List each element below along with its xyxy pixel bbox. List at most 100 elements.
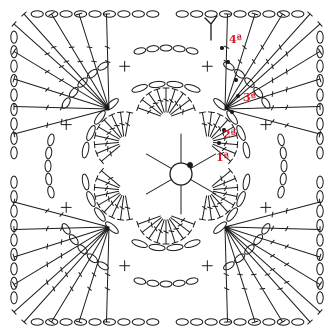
petal-3-stitch-2-bar — [174, 227, 179, 231]
border-chain-left-bottom — [11, 248, 17, 260]
center-spoke-2 — [146, 180, 171, 195]
border-chain-right-top — [317, 31, 323, 43]
border-chain-right-bottom — [317, 176, 323, 188]
corner-3-stitch-1-top — [280, 320, 285, 323]
border-chain-left-bottom — [11, 205, 17, 217]
border-chain-top-left — [60, 11, 72, 17]
start-dot-5 — [226, 60, 230, 64]
petal-3-outer-chain — [149, 244, 166, 252]
corner-3-stitch-1-bar — [251, 273, 256, 277]
petal-1-stitch-2-bar — [213, 124, 218, 128]
border-chain-bottom-right — [263, 319, 275, 325]
petal-3-stitch-1-top — [188, 230, 192, 235]
round3-arch-4 — [47, 186, 55, 199]
round3-arch-6 — [160, 45, 172, 51]
border-chain-left-bottom — [11, 176, 17, 188]
petal-1-stitch-1-top — [209, 112, 215, 113]
petal-4-outer-chain — [93, 206, 107, 223]
corner-3-stitch-1-bar — [260, 287, 265, 291]
corner-2-stitch-1-bar — [69, 287, 74, 291]
petal-4-stitch-4-top — [97, 202, 100, 207]
round3-arch-0 — [277, 186, 285, 199]
border-chain-right-top — [317, 89, 323, 101]
petal-5-stitch-2-top — [94, 142, 95, 148]
border-chain-top-left — [31, 11, 43, 17]
round3-arch-3 — [76, 243, 89, 256]
round3-arch-2 — [173, 280, 185, 287]
petal-4-stitch-6-top — [94, 184, 95, 190]
border-chain-right-bottom — [317, 205, 323, 217]
border-chain-left-bottom — [11, 292, 17, 304]
center-start-dot — [187, 162, 193, 168]
border-chain-left-top — [11, 89, 17, 101]
petal-2-stitch-3-top — [236, 194, 237, 200]
round3-arch-5 — [86, 68, 99, 80]
petal-5-outer-chain — [81, 142, 90, 159]
corner-2-stitch-1-bar — [78, 273, 83, 277]
round2-petal-fans — [81, 81, 251, 252]
petal-4-stitch-0-top — [127, 219, 133, 220]
border-chain-bottom-left — [147, 319, 159, 325]
petal-4-outer-chain — [85, 190, 97, 207]
round-label-1: 1ª — [216, 151, 230, 164]
border-chain-top-right — [234, 11, 246, 17]
petal-3-stitch-6-bar — [153, 227, 158, 231]
petal-5-stitch-8-top — [127, 112, 133, 113]
petal-2-stitch-8-top — [199, 219, 205, 220]
border-chain-right-top — [317, 118, 323, 130]
border-chain-left-top — [11, 31, 17, 43]
petal-3-stitch-2-top — [181, 237, 186, 240]
petal-2-stitch-4-top — [232, 202, 235, 207]
border-chain-right-bottom — [317, 292, 323, 304]
round3-arch-0 — [281, 160, 287, 172]
round3-arch-6 — [147, 45, 159, 52]
corner-2-stitch-5-bar — [45, 262, 49, 267]
petal-0-outer-chain — [149, 81, 166, 89]
border-chain-bottom-right — [176, 319, 188, 325]
petal-4-stitch-4-bar — [107, 197, 111, 202]
corner-0-stitch-1-bar — [78, 60, 83, 64]
petal-1-stitch-6-top — [237, 142, 238, 148]
round3-arch-1 — [260, 222, 271, 235]
round-label-3: 3ª — [243, 91, 257, 104]
round3-arch-0 — [277, 133, 285, 146]
border-chain-top-right — [176, 11, 188, 17]
petal-0-stitch-2-bar — [153, 101, 158, 105]
round3-arch-5 — [68, 86, 80, 99]
round3-arch-2 — [160, 281, 172, 287]
petal-4-stitch-5-top — [94, 194, 95, 200]
border-chain-bottom-left — [132, 319, 144, 325]
corner-2-stitch-1-top — [49, 320, 54, 323]
border-chain-right-top — [317, 60, 323, 72]
corner-1-stitch-1-bar — [260, 45, 265, 49]
start-dot-6 — [220, 46, 224, 50]
petal-1-outer-chain — [235, 124, 247, 141]
border-chain-bottom-left — [89, 319, 101, 325]
corner-3-stitch-5-top — [318, 282, 321, 287]
petal-5-stitch-4-top — [97, 124, 100, 129]
border-chain-top-right — [191, 11, 203, 17]
petal-2-stitch-7-top — [209, 219, 215, 220]
border-chain-left-top — [11, 147, 17, 159]
border-chain-right-bottom — [317, 263, 323, 275]
petal-3-outer-chain — [131, 238, 148, 249]
corner-0-stitch-1-top — [49, 12, 54, 15]
corner-1-stitch-5-bar — [271, 78, 275, 83]
border-chain-bottom-right — [191, 319, 203, 325]
petal-0-stitch-7-top — [188, 97, 192, 102]
corner-0-stitch-1-bar — [69, 45, 74, 49]
center-spoke-0 — [191, 180, 216, 195]
corner-2-stitch-5-bar — [60, 253, 64, 258]
border-chain-right-bottom — [317, 248, 323, 260]
center-spoke-3 — [146, 154, 171, 169]
round3-arch-2 — [147, 280, 159, 287]
petal-3-stitch-6-top — [146, 237, 151, 240]
petal-1-outer-chain — [242, 142, 251, 159]
corner-0-stitch-5-top — [12, 49, 15, 54]
corner-1-stitch-1-top — [280, 12, 285, 15]
round3-arch-3 — [60, 222, 71, 235]
petal-3-stitch-7-top — [140, 230, 144, 235]
corner-stitch-fans — [12, 12, 322, 324]
petal-5-stitch-6-bar — [114, 124, 119, 128]
round3-arch-6 — [186, 47, 199, 55]
